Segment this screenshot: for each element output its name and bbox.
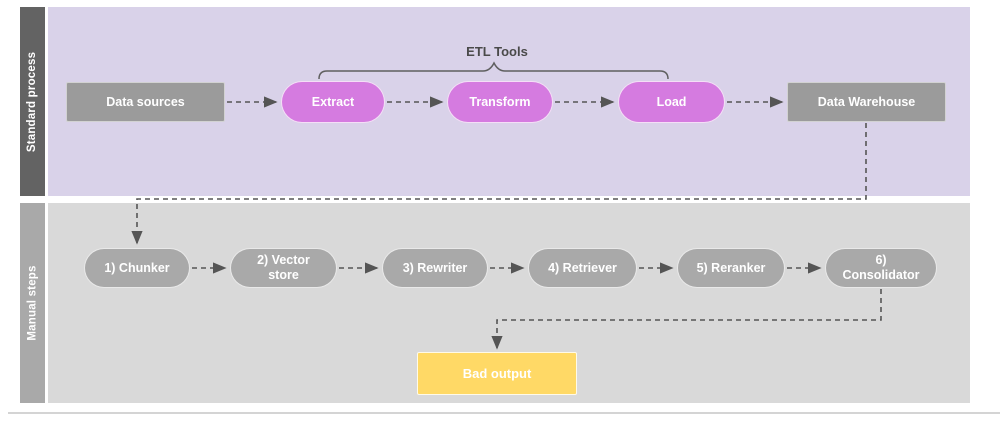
node-bad-output: Bad output: [417, 352, 577, 395]
node-consolidator: 6) Consolidator: [825, 248, 937, 288]
node-vector-store: 2) Vector store: [230, 248, 337, 288]
node-reranker: 5) Reranker: [677, 248, 785, 288]
node-load: Load: [618, 81, 725, 123]
node-transform: Transform: [447, 81, 553, 123]
node-data-warehouse: Data Warehouse: [787, 82, 946, 122]
lane-manual-steps-label: Manual steps: [26, 265, 39, 341]
lane-standard-process-bar: Standard process: [20, 7, 45, 196]
bottom-divider: [8, 412, 1000, 414]
lane-standard-process-label: Standard process: [26, 51, 39, 152]
node-data-sources: Data sources: [66, 82, 225, 122]
node-extract: Extract: [281, 81, 385, 123]
etl-tools-annotation-label: ETL Tools: [466, 44, 528, 59]
node-chunker: 1) Chunker: [84, 248, 190, 288]
node-retriever: 4) Retriever: [528, 248, 637, 288]
node-rewriter: 3) Rewriter: [382, 248, 488, 288]
lane-manual-steps-bar: Manual steps: [20, 203, 45, 403]
